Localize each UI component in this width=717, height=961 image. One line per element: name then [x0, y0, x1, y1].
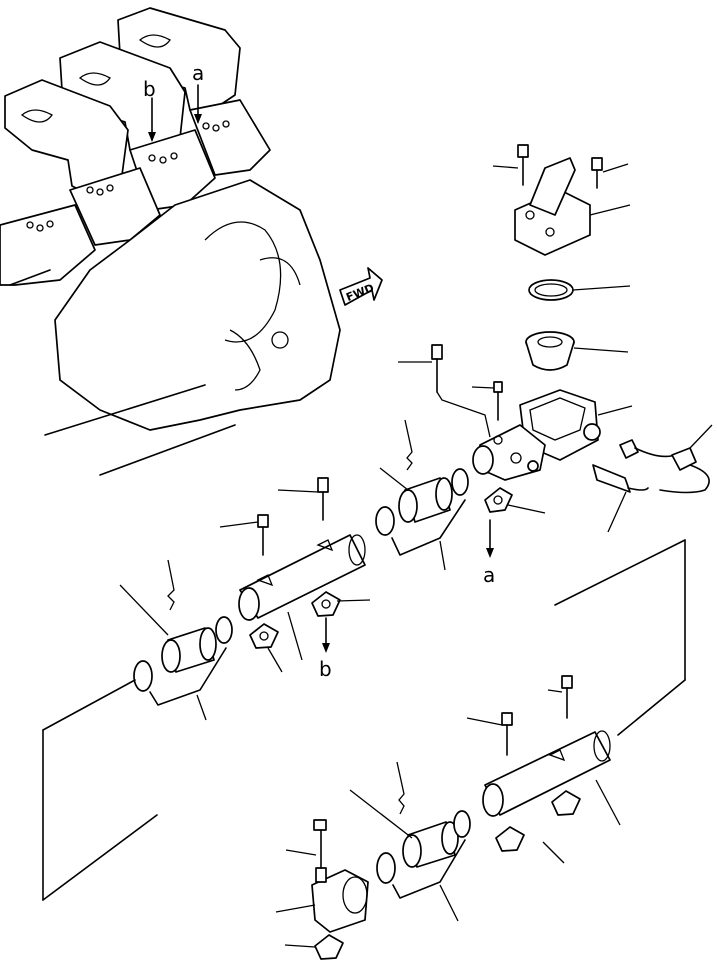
- ref-arrows-top: [148, 84, 202, 142]
- plug: [527, 460, 539, 472]
- thermostat: [525, 331, 575, 371]
- thermostat-cover: [514, 144, 603, 256]
- gasket: [495, 826, 525, 852]
- gasket: [551, 790, 581, 816]
- bolt: [431, 344, 443, 360]
- continuation-lines: [42, 539, 686, 901]
- water-pipe-1: [238, 534, 366, 621]
- engine-block: [0, 7, 341, 476]
- ref-label-b-top: b: [143, 77, 156, 101]
- gasket: [314, 934, 344, 960]
- fwd-label: FWD: [344, 281, 376, 304]
- gasket: [249, 623, 279, 649]
- bolt: [317, 477, 329, 493]
- ref-label-b-mid: b: [319, 657, 332, 681]
- ref-label-a-top: a: [192, 61, 204, 85]
- fitting: [493, 381, 503, 393]
- connector-1: [375, 468, 469, 536]
- fwd-arrow-icon: FWD: [339, 267, 383, 306]
- bolt: [257, 514, 269, 528]
- leader-lines: [119, 163, 713, 948]
- connector-2: [133, 616, 233, 692]
- connector-3: [376, 810, 471, 884]
- gasket-b: [311, 591, 341, 617]
- ref-label-a-mid: a: [483, 563, 495, 587]
- bolt: [561, 675, 573, 689]
- water-pipe-2: [482, 730, 611, 817]
- elbow-pipe: [311, 819, 369, 933]
- temperature-sensor: [592, 439, 710, 494]
- bolt: [501, 712, 513, 726]
- gasket-a: [484, 487, 513, 513]
- water-outlet-housing: [472, 389, 601, 481]
